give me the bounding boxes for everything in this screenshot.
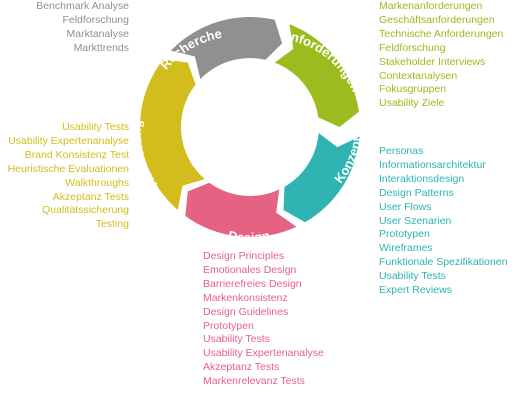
task-item: Qualitätssicherung [42, 204, 129, 217]
task-item: Brand Konsistenz Test [24, 148, 129, 161]
task-item: Wireframes [379, 242, 433, 255]
task-item: Heuristische Evaluationen [7, 162, 129, 175]
task-item: Usability Expertenanalyse [8, 134, 129, 147]
task-item: Usability Ziele [379, 97, 445, 110]
phase-label-design: Design [227, 228, 271, 245]
cycle-segment-validation [139, 59, 205, 210]
task-item: Markttrends [73, 41, 129, 54]
task-item: Usability Tests [203, 333, 270, 346]
cycle-segment-design [185, 182, 297, 238]
cycle-segment-concept [283, 133, 360, 223]
task-item: Usability Tests [62, 121, 129, 133]
task-item: Stakeholder Interviews [379, 55, 486, 68]
task-item: Feldforschung [62, 13, 129, 26]
task-item: Usability Tests [379, 270, 446, 283]
task-item: Informationsarchitektur [379, 158, 486, 171]
task-item: Akzeptanz Tests [203, 361, 280, 374]
task-item: Prototypen [203, 319, 254, 332]
task-item: Design Guidelines [203, 305, 289, 318]
cycle-segment-requirements [274, 24, 359, 127]
task-item: Markenanforderungen [379, 0, 483, 12]
task-item: Geschäftsanforderungen [379, 13, 495, 26]
task-item: Technische Anforderungen [379, 27, 504, 40]
task-item: User Flows [379, 200, 432, 213]
task-item: User Szenarien [379, 214, 452, 227]
cycle-segment-research [170, 17, 283, 80]
task-item: Funktionale Spezifikationen [379, 256, 508, 269]
task-item: Emotionales Design [203, 263, 297, 276]
task-item: Akzeptanz Tests [52, 190, 129, 203]
task-item: Markenrelevanz Tests [203, 375, 305, 388]
task-item: Usability Expertenanalyse [203, 347, 324, 360]
task-item: Marktanalyse [66, 27, 129, 40]
task-item: Walkthroughs [65, 176, 129, 189]
task-item: Feldforschung [379, 41, 446, 54]
task-item: Benchmark Analyse [36, 0, 129, 12]
task-item: Fokusgruppen [379, 83, 447, 96]
task-item: Personas [379, 145, 424, 157]
task-item: Design Patterns [379, 186, 454, 199]
task-item: Expert Reviews [379, 284, 452, 297]
task-item: Design Principles [203, 250, 285, 262]
task-item: Markenkonsistenz [203, 291, 288, 304]
task-item: Interaktionsdesign [379, 172, 465, 185]
task-item: Barrierefreies Design [203, 277, 302, 290]
task-item: Testing [95, 218, 129, 231]
task-item: Contextanalysen [379, 69, 458, 82]
task-item: Prototypen [379, 228, 430, 241]
